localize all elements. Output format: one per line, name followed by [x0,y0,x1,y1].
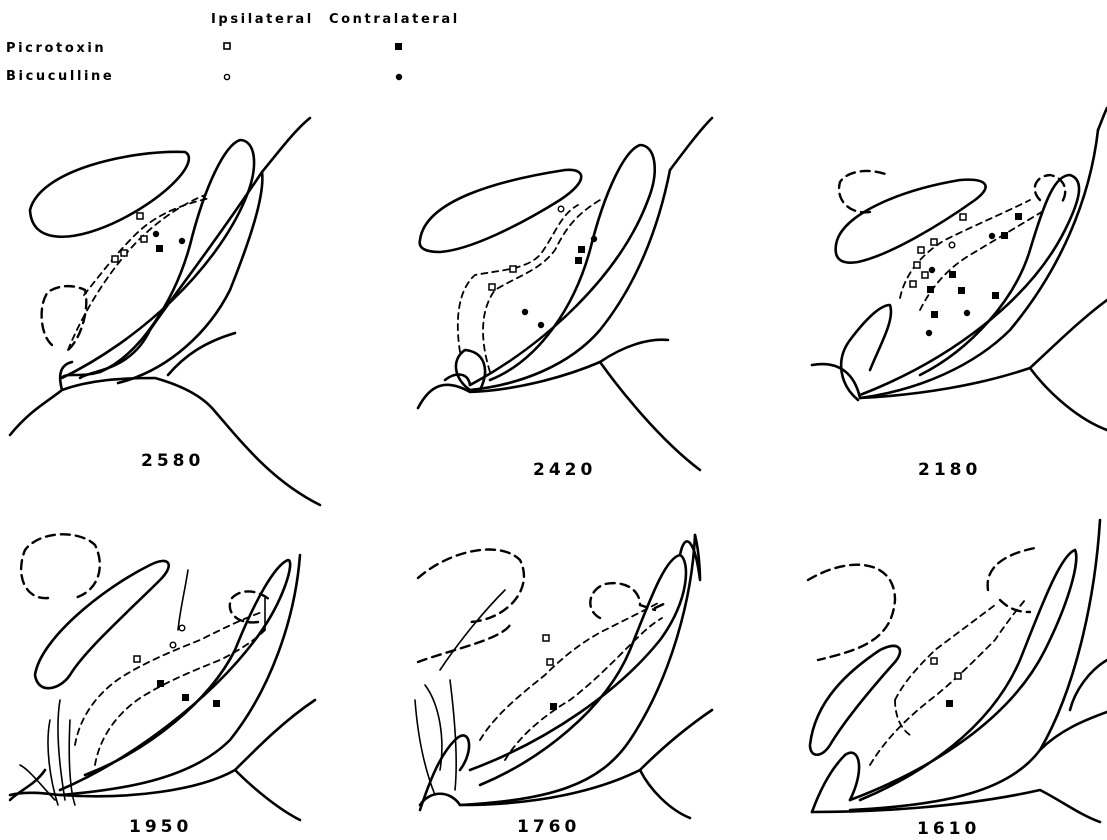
section-panel-2180: 2180 [812,108,1107,480]
injection-markers [112,213,185,262]
section-panel-2420: 2420 [418,118,712,480]
section-label: 2580 [141,451,204,471]
section-label: 1760 [517,817,580,837]
section-panel-2580: 2580 [10,118,320,505]
injection-markers [489,206,597,328]
open-circle-marker [224,74,229,79]
legend-contralateral-header: Contralateral [329,12,460,27]
legend-ipsilateral-header: Ipsilateral [211,12,314,27]
section-label: 2180 [918,460,981,480]
filled-circle-marker [396,74,402,80]
section-label: 1950 [129,817,192,837]
legend-bicuculline-label: Bicuculline [6,69,114,84]
section-panel-1950: 1950 [10,534,315,837]
legend: Ipsilateral Contralateral Picrotoxin Bic… [6,12,460,84]
open-square-marker [224,43,230,49]
section-panel-1610: 1610 [808,520,1107,839]
filled-square-marker [395,43,402,50]
section-label: 2420 [533,460,596,480]
injection-markers [543,635,557,710]
section-panel-1760: 1760 [415,535,712,837]
section-label: 1610 [917,819,980,839]
legend-picrotoxin-label: Picrotoxin [6,41,106,56]
injection-markers [931,658,961,707]
